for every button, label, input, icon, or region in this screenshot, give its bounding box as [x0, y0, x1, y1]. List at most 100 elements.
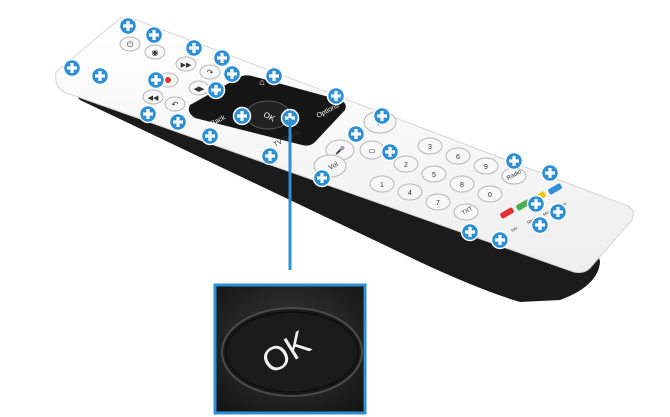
hotspot-plus-icon[interactable]	[90, 66, 110, 86]
key-2[interactable]	[393, 155, 419, 173]
zoom-ok-button	[221, 307, 363, 397]
plus-bar-vertical	[538, 220, 542, 230]
hotspot-plus-icon[interactable]	[264, 66, 284, 86]
hotspot-layer	[62, 16, 568, 250]
blue-key[interactable]	[547, 183, 562, 195]
key-1-label: 1	[380, 182, 384, 189]
key-5-label: 5	[432, 172, 436, 179]
power-button[interactable]	[119, 36, 141, 52]
plus-bar-vertical	[498, 235, 502, 245]
hotspot-plus-icon[interactable]	[380, 142, 400, 162]
hotspot-plus-icon[interactable]	[144, 25, 164, 45]
hotspot-plus-icon[interactable]	[540, 163, 560, 183]
plus-bar-vertical	[192, 43, 196, 53]
key-7-label: 7	[436, 200, 440, 207]
key-0[interactable]	[477, 185, 503, 203]
voice-icon: 🎤	[335, 145, 345, 155]
plus-bar-vertical	[152, 30, 156, 40]
plus-bar-vertical	[380, 111, 384, 121]
red-key[interactable]	[499, 207, 514, 219]
plus-bar-vertical	[512, 156, 516, 166]
key-3-label: 3	[428, 144, 432, 151]
hotspot-plus-icon[interactable]	[212, 48, 232, 68]
hotspot-plus-icon[interactable]	[548, 202, 568, 222]
rewind-button[interactable]	[142, 89, 164, 105]
zoom-ok-button-rim	[225, 311, 359, 393]
plus-bar-vertical	[214, 85, 218, 95]
hotspot-plus-icon[interactable]	[118, 16, 138, 36]
plus-bar-vertical	[146, 109, 150, 119]
plus-bar-vertical	[176, 117, 180, 127]
plus-bar-vertical	[240, 111, 244, 121]
hotspot-plus-icon[interactable]	[146, 70, 166, 90]
hotspot-plus-icon[interactable]	[326, 86, 346, 106]
hotspot-plus-icon[interactable]	[372, 106, 392, 126]
plus-bar-vertical	[548, 168, 552, 178]
key-4-label: 4	[408, 190, 412, 197]
fast-forward-icon: ▶▶	[181, 62, 192, 69]
zoom-callout: OK	[213, 118, 367, 415]
hotspot-plus-icon[interactable]	[490, 230, 510, 250]
undo-icon: ↶	[172, 100, 179, 109]
hotspot-plus-icon[interactable]	[62, 58, 82, 78]
movie-label: Movie	[542, 207, 554, 217]
key-3[interactable]	[417, 137, 443, 155]
hotspot-plus-icon[interactable]	[346, 124, 366, 144]
hotspot-plus-icon[interactable]	[530, 215, 550, 235]
info-label: Info	[510, 225, 519, 233]
key-5[interactable]	[421, 165, 447, 183]
menu-label: Menu	[526, 216, 537, 225]
plus-bar-vertical	[556, 207, 560, 217]
source-icon: ▭	[368, 146, 376, 155]
record-top-button[interactable]	[144, 44, 166, 60]
key-9[interactable]	[473, 157, 499, 175]
plus-bar-vertical	[272, 71, 276, 81]
key-4[interactable]	[397, 183, 423, 201]
hotspot-plus-icon[interactable]	[460, 222, 480, 242]
hotspot-plus-icon[interactable]	[206, 80, 226, 100]
green-key[interactable]	[515, 199, 530, 211]
key-0-label: 0	[488, 192, 492, 199]
redo-icon: ↷	[207, 68, 214, 77]
hotspot-plus-icon[interactable]	[260, 146, 280, 166]
plus-bar-vertical	[334, 91, 338, 101]
key-9-label: 9	[484, 164, 488, 171]
volume-label: Vol	[328, 161, 340, 172]
key-7[interactable]	[425, 193, 451, 211]
plus-bar-vertical	[154, 75, 158, 85]
hotspot-plus-icon[interactable]	[232, 106, 252, 126]
key-2-label: 2	[404, 162, 408, 169]
hotspot-plus-icon[interactable]	[138, 104, 158, 124]
hotspot-plus-icon[interactable]	[312, 168, 332, 188]
hotspot-plus-icon[interactable]	[526, 194, 546, 214]
key-6[interactable]	[445, 147, 471, 165]
plus-bar-vertical	[534, 199, 538, 209]
redo-button[interactable]	[199, 64, 221, 80]
plus-bar-vertical	[388, 147, 392, 157]
plus-bar-vertical	[208, 131, 212, 141]
hotspot-plus-icon[interactable]	[200, 126, 220, 146]
hotspot-plus-icon[interactable]	[504, 151, 524, 171]
hotspot-plus-icon[interactable]	[184, 38, 204, 58]
power-icon: ⏻	[127, 40, 134, 49]
rewind-icon: ◀◀	[148, 95, 159, 102]
hotspot-plus-icon[interactable]	[222, 64, 242, 84]
plus-bar-vertical	[70, 63, 74, 73]
plus-bar-vertical	[268, 151, 272, 161]
txt-button[interactable]	[453, 203, 479, 221]
record-icon	[165, 77, 171, 83]
plus-bar-vertical	[230, 69, 234, 79]
key-8[interactable]	[449, 175, 475, 193]
plus-bar-vertical	[126, 21, 130, 31]
hotspot-plus-icon[interactable]	[168, 112, 188, 132]
fast-forward-button[interactable]	[175, 56, 197, 72]
home-icon: ⌂	[259, 77, 264, 87]
txt-label: TXT	[461, 206, 474, 217]
zoom-border	[213, 283, 367, 415]
key-1[interactable]	[369, 175, 395, 193]
undo-button[interactable]	[164, 96, 186, 112]
pause-play-icon: ◀▶	[194, 86, 205, 93]
circle-icon: ◉	[152, 48, 159, 57]
